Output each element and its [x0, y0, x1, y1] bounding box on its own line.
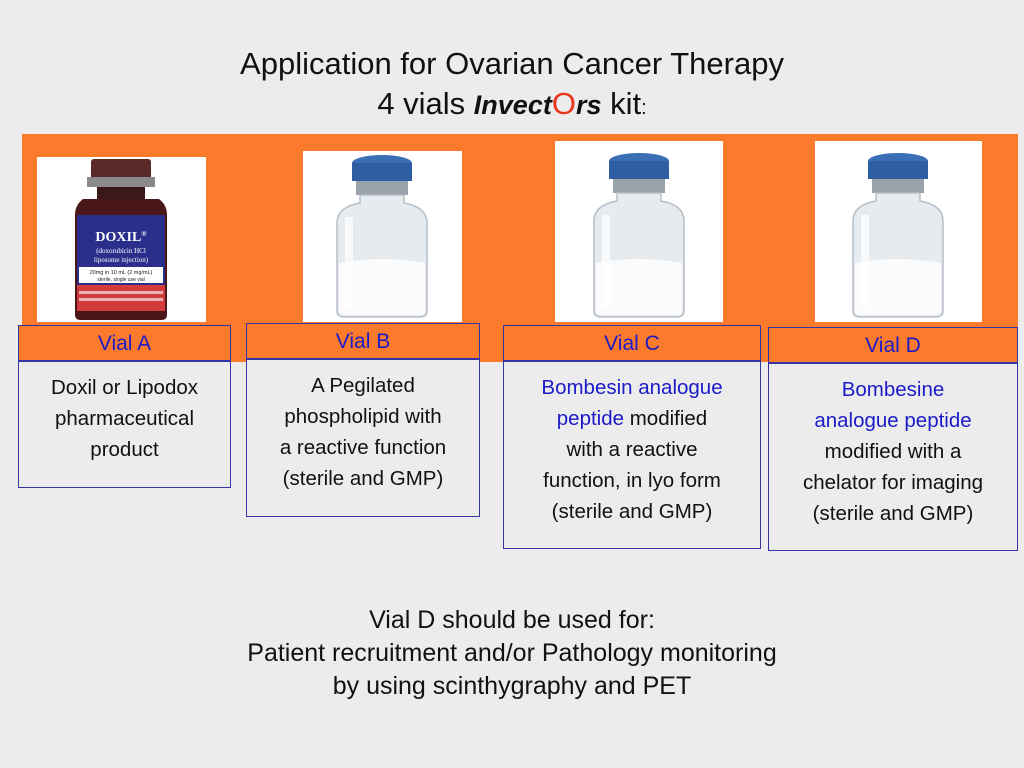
glass-vial-icon	[555, 141, 723, 322]
title-line-1: Application for Ovarian Cancer Therapy	[240, 46, 784, 81]
svg-text:(doxorubicin HCl: (doxorubicin HCl	[96, 247, 146, 255]
vial-b-description: A Pegilated phospholipid with a reactive…	[246, 359, 480, 517]
usage-note-line-2: Patient recruitment and/or Pathology mon…	[247, 639, 777, 667]
vial-a-description: Doxil or Lipodox pharmaceutical product	[18, 361, 231, 488]
usage-note-line-1: Vial D should be used for:	[369, 606, 655, 634]
vial-b-image	[303, 151, 462, 322]
vial-d-image	[815, 141, 982, 322]
vial-b-label: Vial B	[246, 323, 480, 359]
doxil-bottle-icon: DOXIL® (doxorubicin HCl liposome injecti…	[37, 157, 206, 322]
vial-c-description: Bombesin analogue peptide modified with …	[503, 361, 761, 549]
title-prefix: 4 vials	[377, 86, 474, 121]
svg-text:sterile, single use vial: sterile, single use vial	[97, 277, 145, 283]
usage-note: Vial D should be used for: Patient recru…	[0, 604, 1024, 703]
vial-c-label: Vial C	[503, 325, 761, 361]
slide-title: Application for Ovarian Cancer Therapy 4…	[0, 44, 1024, 128]
brand-o: O	[551, 86, 576, 121]
vial-d-description: Bombesine analogue peptide modified with…	[768, 363, 1018, 551]
vial-c-image	[555, 141, 723, 322]
glass-vial-icon	[815, 141, 982, 322]
svg-text:20mg in 10 mL (2 mg/mL): 20mg in 10 mL (2 mg/mL)	[90, 270, 153, 276]
title-suffix: kit	[601, 86, 642, 121]
svg-text:DOXIL®: DOXIL®	[95, 230, 147, 245]
title-line-2: 4 vials InvectOrs kit:	[377, 86, 647, 121]
glass-vial-icon	[303, 151, 462, 322]
svg-text:liposome injection): liposome injection)	[94, 256, 149, 264]
vial-d-label: Vial D	[768, 327, 1018, 363]
vial-a-image: DOXIL® (doxorubicin HCl liposome injecti…	[37, 157, 206, 322]
brand-name: InvectOrs	[473, 86, 602, 121]
usage-note-line-3: by using scinthygraphy and PET	[332, 672, 692, 700]
vial-a-label: Vial A	[18, 325, 231, 361]
